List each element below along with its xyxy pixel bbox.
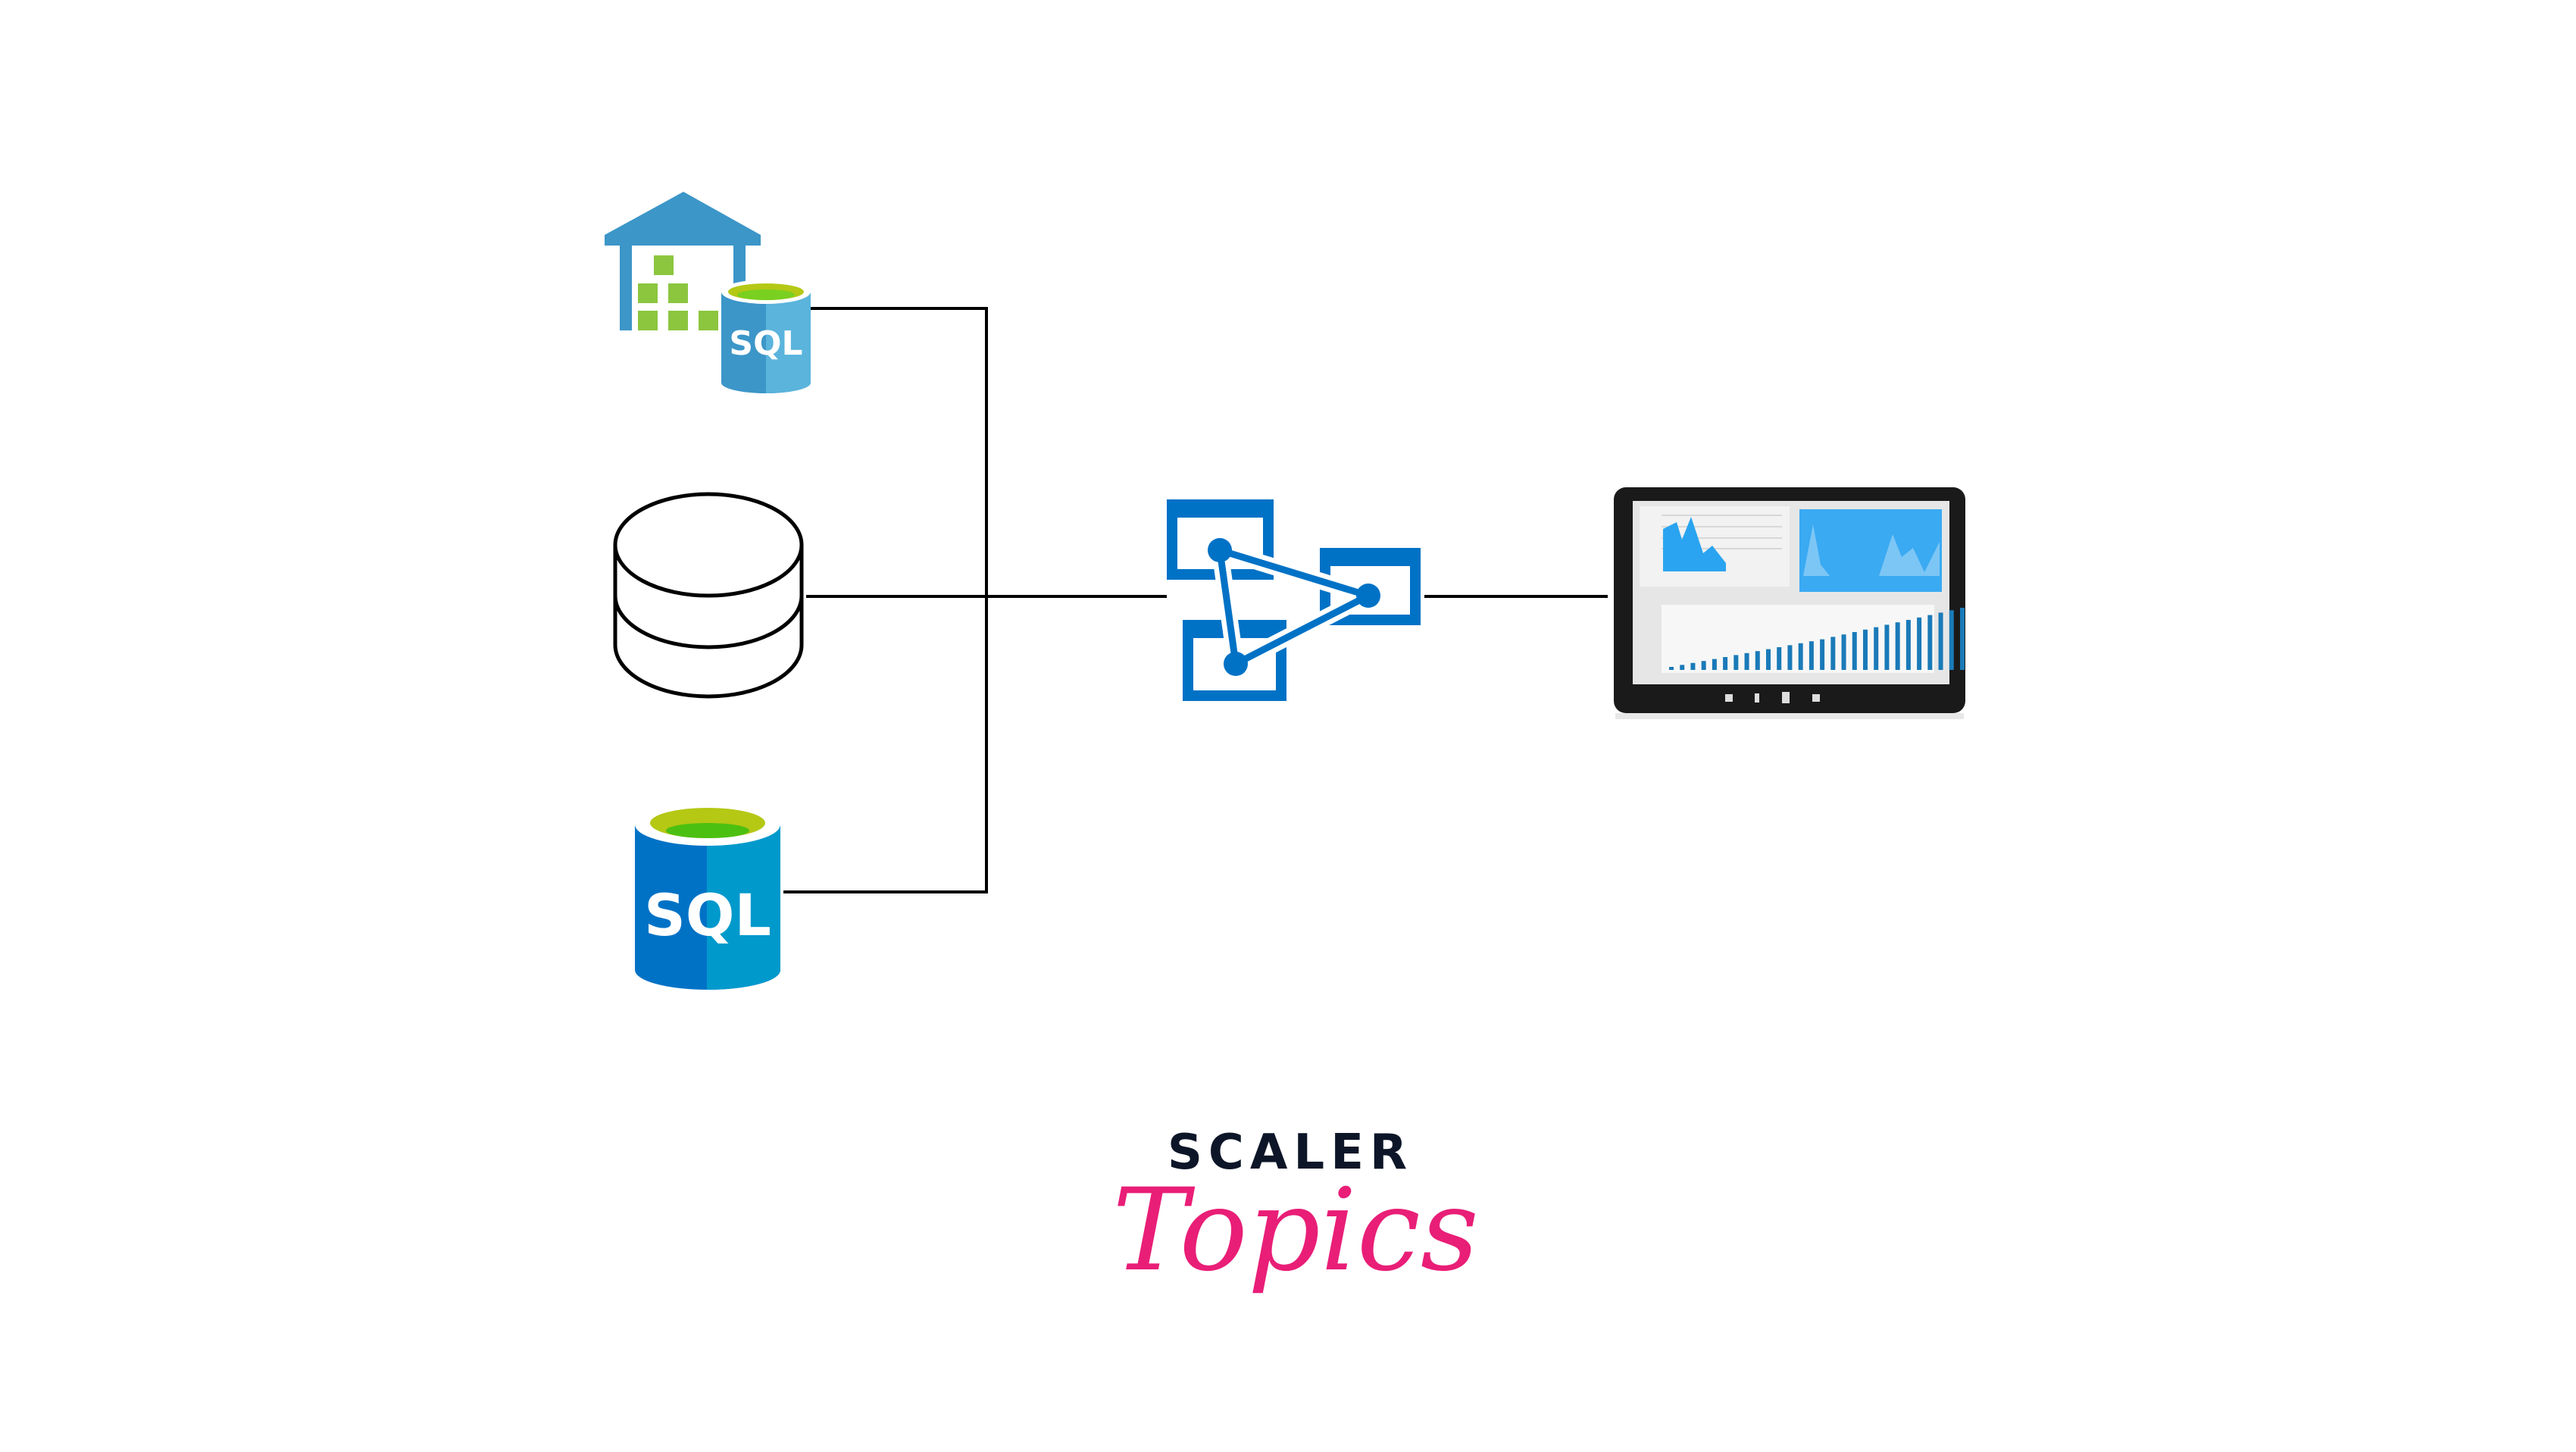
dashboard-bar: [1938, 612, 1943, 670]
dashboard-bar: [1744, 652, 1749, 670]
dashboard-bar: [1917, 617, 1922, 670]
dashboard-bar: [1777, 647, 1782, 670]
dashboard-bar: [1841, 634, 1846, 670]
dashboard-bar: [1905, 620, 1911, 670]
dashboard-bar: [1820, 639, 1825, 670]
dashboard-bar: [1669, 667, 1674, 670]
sql-database-label: SQL: [644, 881, 771, 949]
dashboard-bar: [1895, 622, 1900, 670]
connector-warehouse: [783, 307, 988, 893]
dashboard-bar: [1787, 645, 1793, 670]
dashboard-bar: [1733, 655, 1739, 670]
analysis-services-icon: [1167, 499, 1421, 701]
dashboard-bars: [1669, 608, 1965, 670]
scaler-topics-logo: SCALER Topics: [1112, 1125, 1479, 1297]
dashboard-bar: [1949, 610, 1954, 670]
dashboard-bar: [1960, 608, 1965, 670]
dashboard-bar: [1852, 632, 1857, 670]
dashboard-bar: [1798, 643, 1803, 670]
dashboard-bar: [1927, 615, 1933, 670]
dashboard-bar: [1680, 665, 1685, 670]
dashboard-bar: [1755, 651, 1760, 670]
logo-topics: Topics: [1112, 1165, 1479, 1297]
sql-database-icon: SQL: [635, 803, 780, 990]
dashboard-tablet-icon: [1614, 487, 1965, 719]
dashboard-bar: [1723, 657, 1728, 670]
dashboard-bar: [1884, 624, 1890, 670]
dashboard-bar: [1863, 629, 1868, 670]
dashboard-bar: [1690, 662, 1696, 670]
dashboard-bar: [1766, 649, 1771, 670]
logo-scaler: SCALER: [1168, 1125, 1413, 1181]
dashboard-bar: [1712, 659, 1717, 670]
warehouse-sql-label: SQL: [729, 324, 802, 363]
tablet-nav-buttons: [1725, 692, 1820, 703]
sql-data-warehouse-icon: SQL: [605, 192, 811, 393]
dashboard-bar: [1830, 637, 1836, 670]
database-icon: [613, 492, 804, 699]
connectors: [783, 307, 1608, 893]
dashboard-bar: [1809, 641, 1814, 670]
dashboard-bar: [1701, 661, 1706, 670]
dashboard-bar: [1874, 627, 1879, 670]
